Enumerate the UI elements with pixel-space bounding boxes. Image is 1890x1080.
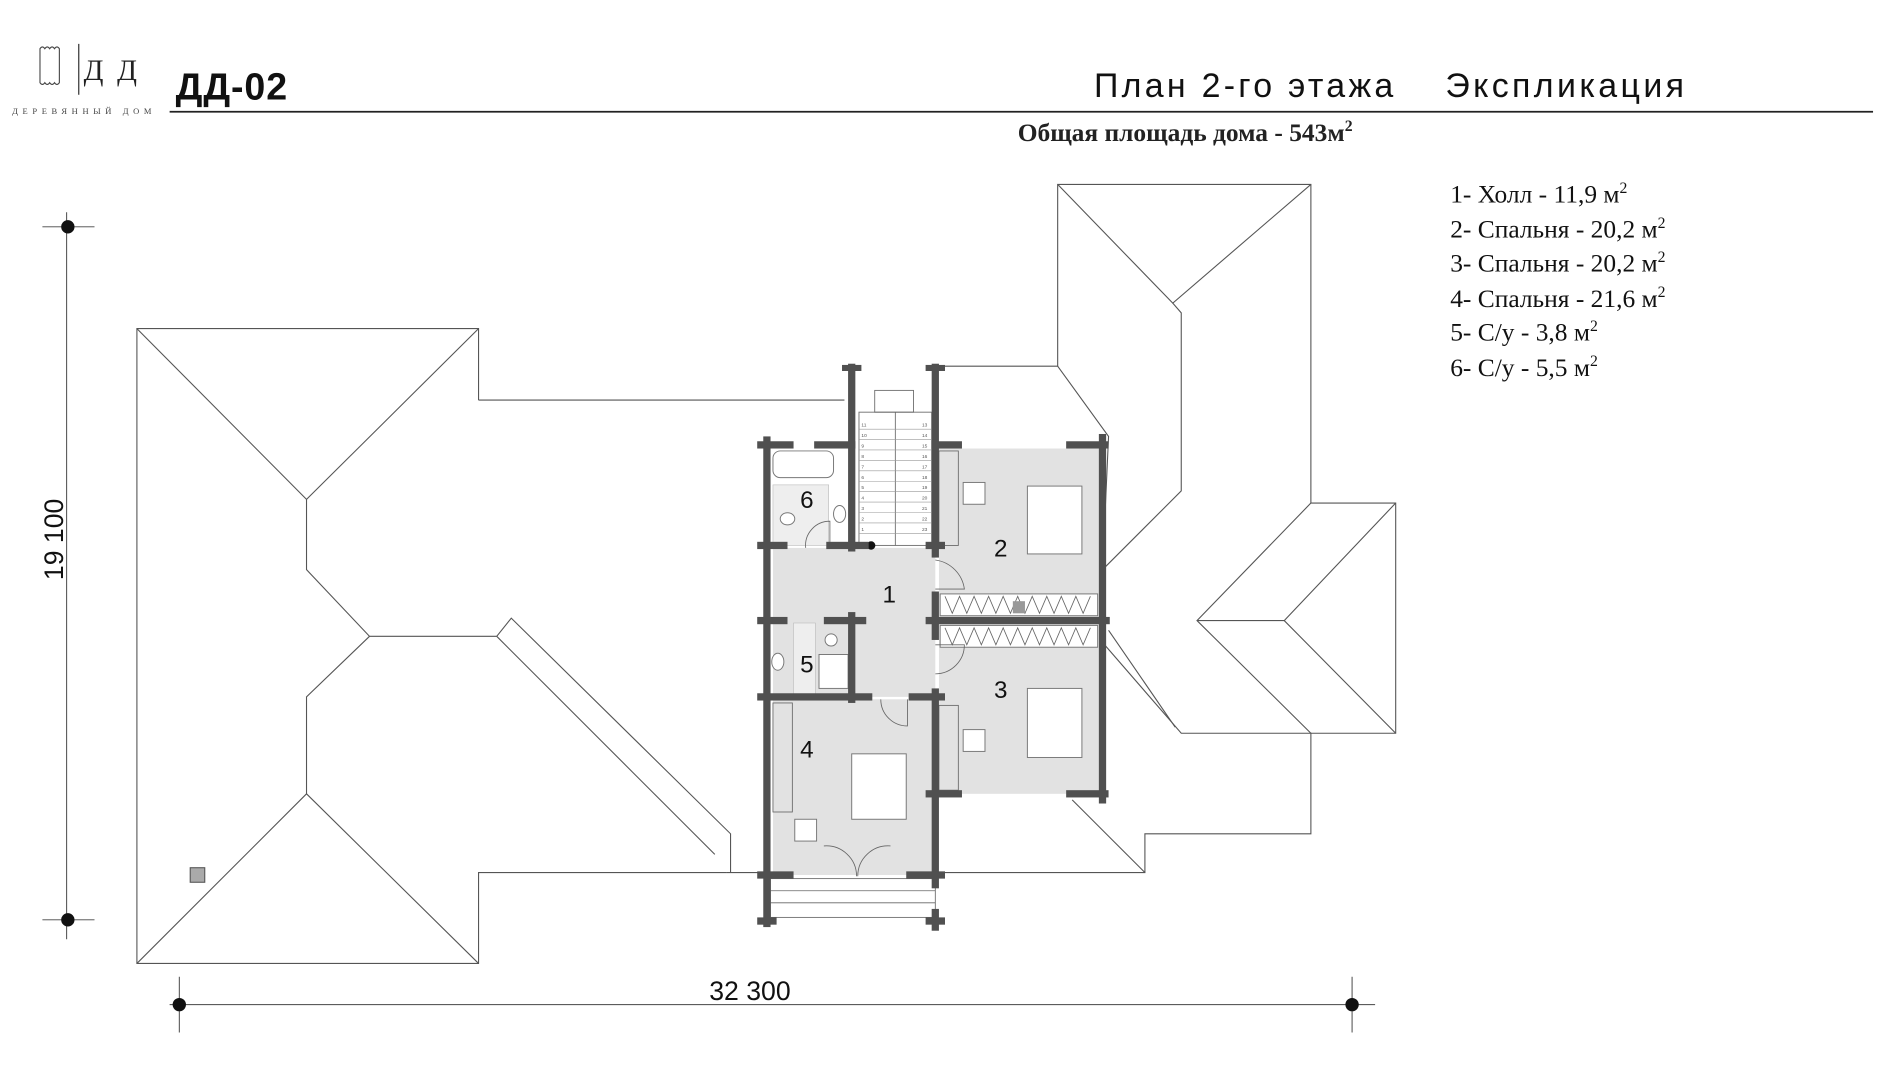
- company-logo: ДД ДЕРЕВЯННЫЙ ДОМ: [12, 43, 152, 116]
- legend-item: 4- Спальня - 21,6 м2: [1450, 284, 1665, 313]
- stair-step-number: 13: [922, 423, 928, 429]
- wardrobe: [939, 624, 1099, 648]
- walls: [757, 363, 1110, 931]
- room-number-5: 5: [800, 652, 813, 679]
- plan-title: План 2-го этажа: [1094, 67, 1393, 105]
- stair-step-number: 19: [922, 485, 928, 491]
- furniture: [770, 389, 1099, 918]
- room-numbers: 1 2 3 4 5 6: [800, 487, 1007, 764]
- total-area-text: Общая площадь дома - 543м: [1018, 118, 1345, 147]
- bathtub: [772, 450, 835, 479]
- roof-outline: [136, 183, 1397, 964]
- bed: [851, 753, 907, 820]
- room-number-4: 4: [800, 736, 813, 763]
- logo-caption: ДЕРЕВЯННЫЙ ДОМ: [12, 106, 152, 116]
- toilet: [824, 633, 838, 647]
- sink: [833, 504, 847, 523]
- explication-list: 1- Холл - 11,9 м2 2- Спальня - 20,2 м2 3…: [1450, 180, 1665, 382]
- bed: [1026, 687, 1083, 758]
- desk: [794, 818, 818, 842]
- stair-step-number: 2: [861, 516, 864, 522]
- stair-step-number: 17: [922, 464, 928, 470]
- stair-step-number: 23: [922, 527, 928, 533]
- stair-step-number: 1: [861, 527, 864, 533]
- desk: [962, 729, 986, 752]
- dimension-height: 19 100: [39, 212, 95, 940]
- stair-step-number: 6: [861, 475, 864, 481]
- room-number-3: 3: [994, 677, 1007, 704]
- legend-item: 3- Спальня - 20,2 м2: [1450, 249, 1665, 278]
- stair-step-number: 21: [922, 506, 928, 512]
- stair-step-number: 16: [922, 454, 928, 460]
- stair-step-number: 18: [922, 475, 928, 481]
- stair-step-number: 4: [861, 496, 864, 502]
- legend-title: Экспликация: [1445, 67, 1684, 105]
- sink: [771, 652, 785, 671]
- total-area-sup: 2: [1345, 118, 1353, 135]
- stair-step-number: 15: [922, 444, 928, 450]
- stair-step-number: 5: [861, 485, 864, 491]
- total-area: Общая площадь дома - 543м2: [1018, 118, 1353, 147]
- toilet: [779, 512, 796, 526]
- legend-item: 2- Спальня - 20,2 м2: [1450, 215, 1665, 244]
- legend-item: 5- С/у - 3,8 м2: [1450, 318, 1598, 347]
- stair-step-number: 14: [922, 433, 928, 439]
- height-label: 19 100: [39, 499, 69, 580]
- room-number-2: 2: [994, 535, 1007, 562]
- stair-step-number: 3: [861, 506, 864, 512]
- stair-step-number: 7: [861, 464, 864, 470]
- logo-mark: ДД: [84, 55, 137, 87]
- shower: [818, 654, 849, 689]
- floor-areas: [772, 448, 1102, 875]
- stair-step-number: 22: [922, 516, 928, 522]
- legend-item: 1- Холл - 11,9 м2: [1450, 180, 1627, 209]
- stair-step-number: 20: [922, 496, 928, 502]
- project-code: ДД-02: [176, 66, 287, 108]
- stair-step-number: 8: [861, 454, 864, 460]
- legend-item: 6- С/у - 5,5 м2: [1450, 353, 1598, 382]
- log-icon: [39, 46, 60, 85]
- stair-step-number: 9: [861, 444, 864, 450]
- dimension-width: 32 300: [169, 976, 1376, 1033]
- stair-step-number: 10: [861, 433, 867, 439]
- stair-step-number: 11: [861, 423, 866, 429]
- bed: [1026, 485, 1083, 555]
- width-label: 32 300: [709, 976, 790, 1006]
- room-number-6: 6: [800, 487, 813, 514]
- room-number-1: 1: [883, 581, 896, 608]
- desk: [962, 481, 986, 505]
